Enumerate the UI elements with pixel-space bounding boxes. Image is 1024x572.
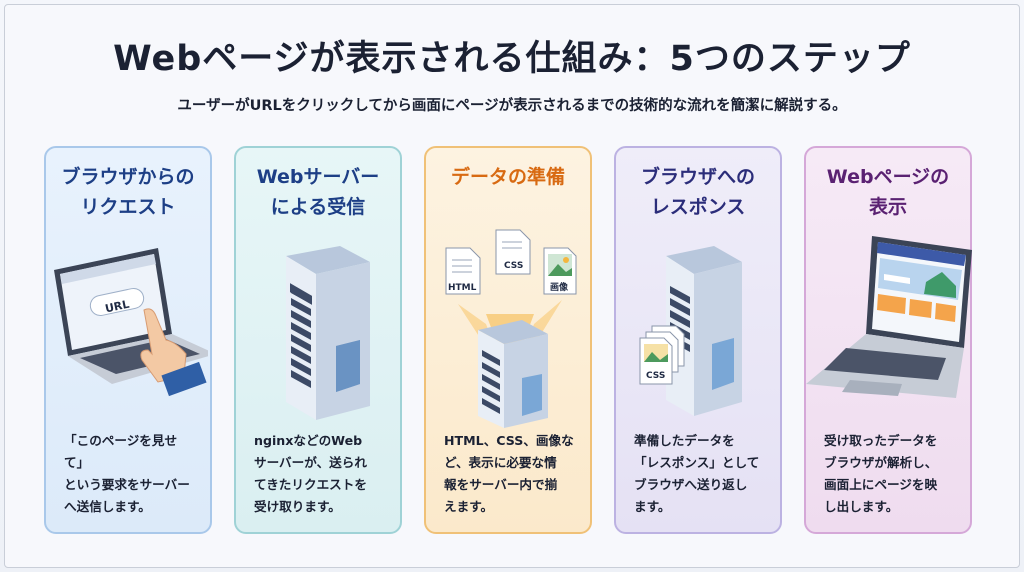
file-label-css: CSS (646, 371, 665, 381)
image-file-icon: 画像 (543, 247, 577, 295)
step-title: ブラウザからの リクエスト (61, 166, 195, 218)
step-card-prepare: データの準備 HTML CSS 画像 (424, 146, 592, 534)
response-files-icon: CSS (639, 325, 685, 385)
server-icon (286, 246, 370, 420)
step-description: 準備したデータを 「レスポンス」として ブラウザへ送り返し ます。 (634, 433, 760, 514)
server-send-files-icon: CSS (639, 246, 742, 416)
step-card-display: Webページの 表示 受け取ったデータを ブラウザが解析し、 画面上にページを映… (804, 146, 972, 534)
step-card-request: ブラウザからの リクエスト URL 「このページを見せて」 という要求をサーバー… (44, 146, 212, 534)
step-title: Webページの 表示 (826, 166, 950, 218)
file-label-html: HTML (448, 283, 477, 293)
laptop-click-url-icon: URL (54, 248, 208, 397)
step-description: 受け取ったデータを ブラウザが解析し、 画面上にページを映 し出します。 (824, 433, 938, 514)
laptop-webpage-icon (806, 236, 972, 398)
step-description: nginxなどのWeb サーバーが、送られ てきたリクエストを 受け取ります。 (254, 433, 367, 514)
page-title: Webページが表示される仕組み：5つのステップ (113, 39, 911, 79)
step-title: ブラウザへの レスポンス (640, 166, 755, 218)
step-description: HTML、CSS、画像な ど、表示に必要な情 報をサーバー内で揃 えます。 (444, 433, 574, 514)
step-title: Webサーバー による受信 (256, 166, 380, 218)
html-file-icon: HTML (445, 247, 481, 295)
file-label-image: 画像 (550, 281, 569, 293)
file-label-css: CSS (504, 261, 523, 271)
url-label: URL (104, 298, 131, 316)
step-title: データの準備 (450, 166, 565, 188)
step-card-receive: Webサーバー による受信 nginxなどのWeb サーバーが、送られ てきたリ… (234, 146, 402, 534)
step-description: 「このページを見せて」 という要求をサーバー へ送信します。 (64, 433, 190, 514)
css-file-icon: CSS (495, 229, 531, 275)
server-with-files-icon: HTML CSS 画像 (445, 229, 577, 428)
page-subtitle: ユーザーがURLをクリックしてから画面にページが表示されるまでの技術的な流れを簡… (177, 98, 847, 114)
step-card-response: ブラウザへの レスポンス CSS 準備したデータを 「レスポンス」として ブラウ… (614, 146, 782, 534)
